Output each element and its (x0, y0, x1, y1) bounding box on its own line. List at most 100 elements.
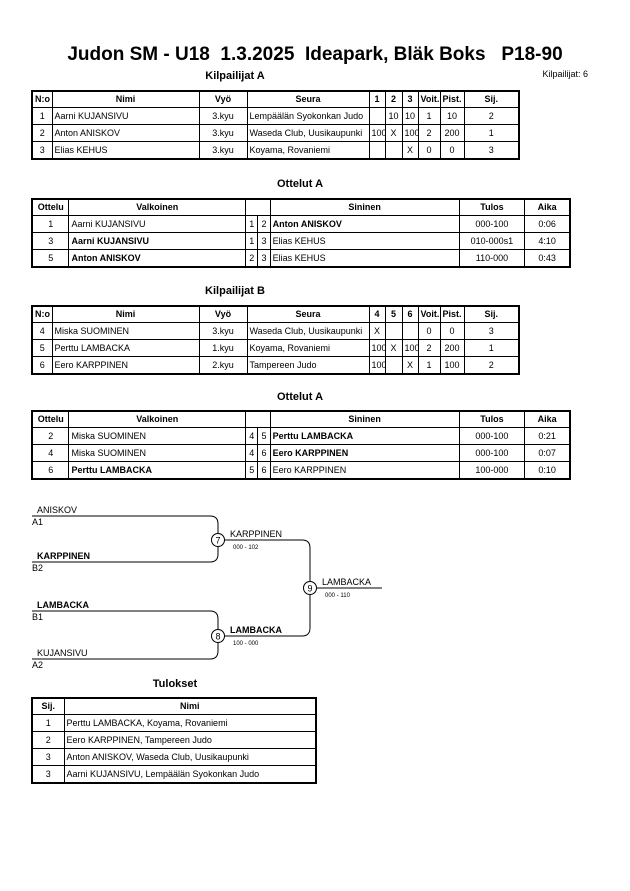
cell: Aarni KUJANSIVU (51, 107, 200, 125)
cell: 1 (417, 356, 441, 375)
cell: 100-000 (458, 461, 526, 480)
cell: X (368, 322, 386, 340)
table-row: 6 Eero KARPPINEN 2.kyu Tampereen Judo 10… (31, 356, 520, 375)
cell: 100 (368, 124, 386, 142)
cell: 6 (31, 356, 53, 375)
cell: Tampereen Judo (246, 356, 370, 375)
col-header: Ottelu (31, 198, 70, 216)
match-marker-7 (211, 533, 225, 547)
cell: 5 (31, 339, 53, 357)
col-header: 6 (401, 305, 419, 323)
cell: Perttu LAMBACKA (51, 339, 200, 357)
col-header: Sininen (269, 410, 460, 428)
match-number: 7 (215, 536, 220, 546)
table-row: 6 Perttu LAMBACKA 5 6 Eero KARPPINEN 100… (31, 461, 571, 480)
cell: 0 (417, 141, 441, 160)
cell: 000-100 (458, 444, 526, 462)
pool-a-table: N:o Nimi Vyö Seura 1 2 3 Voit. Pist. Sij… (31, 90, 520, 160)
cell: Lempäälän Syokonkan Judo (246, 107, 370, 125)
matches-b-heading: Ottelut A (276, 391, 324, 403)
cell: 000-100 (458, 427, 526, 445)
cell: 4 (245, 427, 259, 445)
cell (384, 141, 403, 160)
col-header (245, 410, 258, 428)
cell: 200 (439, 339, 465, 357)
cell: 2 (257, 215, 271, 233)
cell: 3.kyu (198, 124, 248, 142)
pool-a-header-row: N:o Nimi Vyö Seura 1 2 3 Voit. Pist. Sij… (31, 90, 520, 108)
cell: X (384, 339, 403, 357)
cell: 1 (417, 107, 441, 125)
cell: Eero KARPPINEN (269, 444, 460, 462)
col-header: Sij. (463, 90, 520, 108)
pool-b-heading: Kilpailijat B (205, 285, 265, 297)
cell: 1 (245, 215, 259, 233)
cell: Eero KARPPINEN (51, 356, 200, 375)
table-row: 5 Anton ANISKOV 2 3 Elias KEHUS 110-000 … (31, 249, 571, 268)
col-header: Nimi (63, 697, 317, 715)
cell: 2 (31, 124, 53, 142)
cell: Anton ANISKOV (68, 249, 247, 268)
cell: 4 (31, 322, 53, 340)
cell: 1 (463, 339, 520, 357)
cell: 2 (463, 107, 520, 125)
table-row: 2 Miska SUOMINEN 4 5 Perttu LAMBACKA 000… (31, 427, 571, 445)
cell: 1.kyu (198, 339, 248, 357)
cell: 100 (368, 356, 386, 375)
entrant-seed: B1 (32, 612, 43, 622)
cell: 4:10 (524, 232, 571, 250)
cell: X (384, 124, 403, 142)
cell: 2 (31, 731, 65, 749)
cell: 1 (245, 232, 259, 250)
matches-a-table: Ottelu Valkoinen Sininen Tulos Aika 1 Aa… (31, 198, 571, 268)
match-marker-9 (303, 581, 317, 595)
col-header (257, 198, 271, 216)
col-header: Tulos (458, 198, 526, 216)
cell: 2 (417, 124, 441, 142)
entrant-name: ANISKOV (37, 505, 77, 515)
table-row: 1 Perttu LAMBACKA, Koyama, Rovaniemi (31, 714, 317, 732)
cell (368, 141, 386, 160)
match-winner: KARPPINEN (230, 529, 282, 539)
cell: 0 (417, 322, 441, 340)
col-header: Voit. (417, 90, 441, 108)
cell: 0:07 (524, 444, 571, 462)
col-header: Sij. (31, 697, 65, 715)
table-row: 4 Miska SUOMINEN 3.kyu Waseda Club, Uusi… (31, 322, 520, 340)
pool-b-header-row: N:o Nimi Vyö Seura 4 5 6 Voit. Pist. Sij… (31, 305, 520, 323)
cell: 100 (401, 124, 419, 142)
matches-b-table: Ottelu Valkoinen Sininen Tulos Aika 2 Mi… (31, 410, 571, 480)
col-header: Seura (246, 90, 370, 108)
entrant-seed: B2 (32, 563, 43, 573)
cell: 3 (257, 249, 271, 268)
matches-a-heading: Ottelut A (276, 178, 324, 190)
cell: Elias KEHUS (269, 232, 460, 250)
col-header: Nimi (51, 90, 200, 108)
cell: 3 (31, 141, 53, 160)
col-header: Nimi (51, 305, 200, 323)
results-header-row: Sij. Nimi (31, 697, 317, 715)
cell: 3.kyu (198, 107, 248, 125)
cell (368, 107, 386, 125)
cell: Waseda Club, Uusikaupunki (246, 124, 370, 142)
col-header: Valkoinen (68, 198, 247, 216)
cell: 200 (439, 124, 465, 142)
cell: 4 (31, 444, 70, 462)
col-header: Valkoinen (68, 410, 247, 428)
col-header: 2 (384, 90, 403, 108)
matches-a-header-row: Ottelu Valkoinen Sininen Tulos Aika (31, 198, 571, 216)
cell: 2 (417, 339, 441, 357)
cell: 10 (401, 107, 419, 125)
cell: 4 (245, 444, 259, 462)
cell: 100 (439, 356, 465, 375)
cell: 0:10 (524, 461, 571, 480)
cell: Miska SUOMINEN (51, 322, 200, 340)
cell: 2 (31, 427, 70, 445)
cell: 10 (439, 107, 465, 125)
col-header: Seura (246, 305, 370, 323)
cell: 1 (31, 107, 53, 125)
cell: Waseda Club, Uusikaupunki (246, 322, 370, 340)
match-winner: LAMBACKA (322, 577, 371, 587)
cell: Elias KEHUS (51, 141, 200, 160)
table-row: 5 Perttu LAMBACKA 1.kyu Koyama, Rovaniem… (31, 339, 520, 357)
